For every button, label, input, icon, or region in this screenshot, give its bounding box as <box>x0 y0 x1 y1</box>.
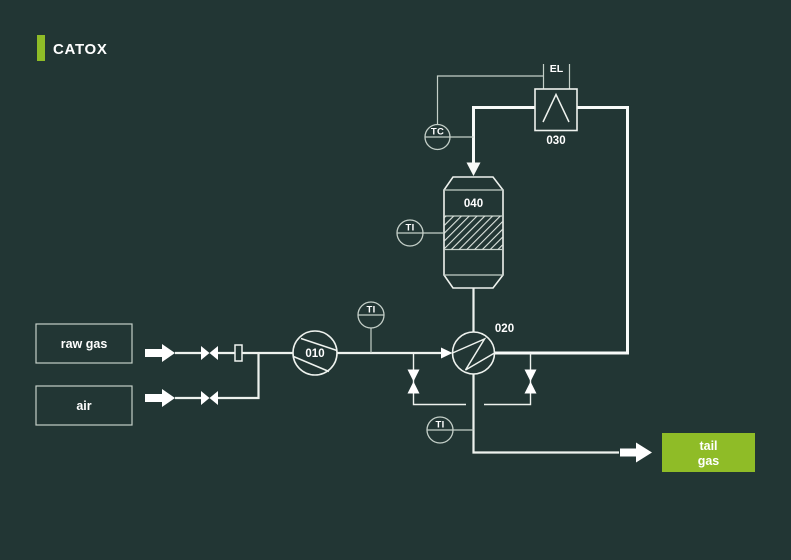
heat-exchanger-tag: 020 <box>495 323 514 335</box>
tc-control-line <box>436 75 544 125</box>
heater-element-icon <box>542 92 570 123</box>
air-feed-pipe <box>175 353 260 400</box>
outlet-ti-tag: TI <box>435 420 444 431</box>
page-title: CATOX <box>53 41 108 58</box>
blower-tag: 010 <box>305 348 324 360</box>
tail-gas-label-line1: tail <box>699 439 717 453</box>
blower-010: 010 <box>292 330 338 376</box>
exchanger-to-heater-pipe <box>494 106 629 355</box>
raw-gas-label: raw gas <box>61 337 108 351</box>
bypass-valve-left-icon <box>407 369 420 394</box>
feed-ti-tag: TI <box>366 305 375 316</box>
flame-arrester-icon <box>234 344 243 362</box>
header: CATOX <box>37 35 108 61</box>
heater-tag: 030 <box>546 135 565 147</box>
air-label: air <box>76 399 91 413</box>
heater-power-label: EL <box>550 63 564 75</box>
stream-terminals: raw gas air tail gas <box>35 323 755 472</box>
heater-to-reactor-pipe <box>472 106 535 164</box>
reactor-tag: 040 <box>464 198 483 210</box>
air-source-box <box>35 385 133 426</box>
blower-fan-chords-icon <box>293 337 338 373</box>
heater-tc-tag: TC <box>431 127 444 138</box>
heat-exchanger-coil-icon <box>452 337 495 371</box>
electric-heater-030: EL 030 <box>534 63 578 147</box>
reactor-ti-tag: TI <box>405 223 414 234</box>
exchanger-inlet-arrow-icon <box>441 347 453 359</box>
piping <box>175 106 629 454</box>
valves <box>201 344 537 405</box>
bypass-valve-right-icon <box>524 369 537 394</box>
instruments: TI TC TI TI <box>357 75 544 444</box>
catalyst-bed-hatch <box>444 216 503 250</box>
raw-gas-valve-icon <box>201 346 218 360</box>
raw-gas-flow-arrow-icon <box>145 344 175 362</box>
tail-gas-sink-box <box>662 433 755 472</box>
tail-gas-pipe <box>472 374 619 454</box>
title-accent-bar <box>37 35 45 61</box>
heat-exchanger-020: 020 <box>451 323 514 375</box>
raw-gas-source-box <box>35 323 133 364</box>
tail-gas-label-line2: gas <box>698 454 720 468</box>
blower-symbol <box>292 330 338 376</box>
tail-gas-flow-arrow-icon <box>620 442 652 463</box>
air-flow-arrow-icon <box>145 389 175 407</box>
heat-exchanger-symbol <box>451 331 496 375</box>
air-valve-icon <box>201 391 218 405</box>
reactor-040: 040 <box>443 176 504 289</box>
reactor-inlet-arrow-icon <box>466 162 481 176</box>
